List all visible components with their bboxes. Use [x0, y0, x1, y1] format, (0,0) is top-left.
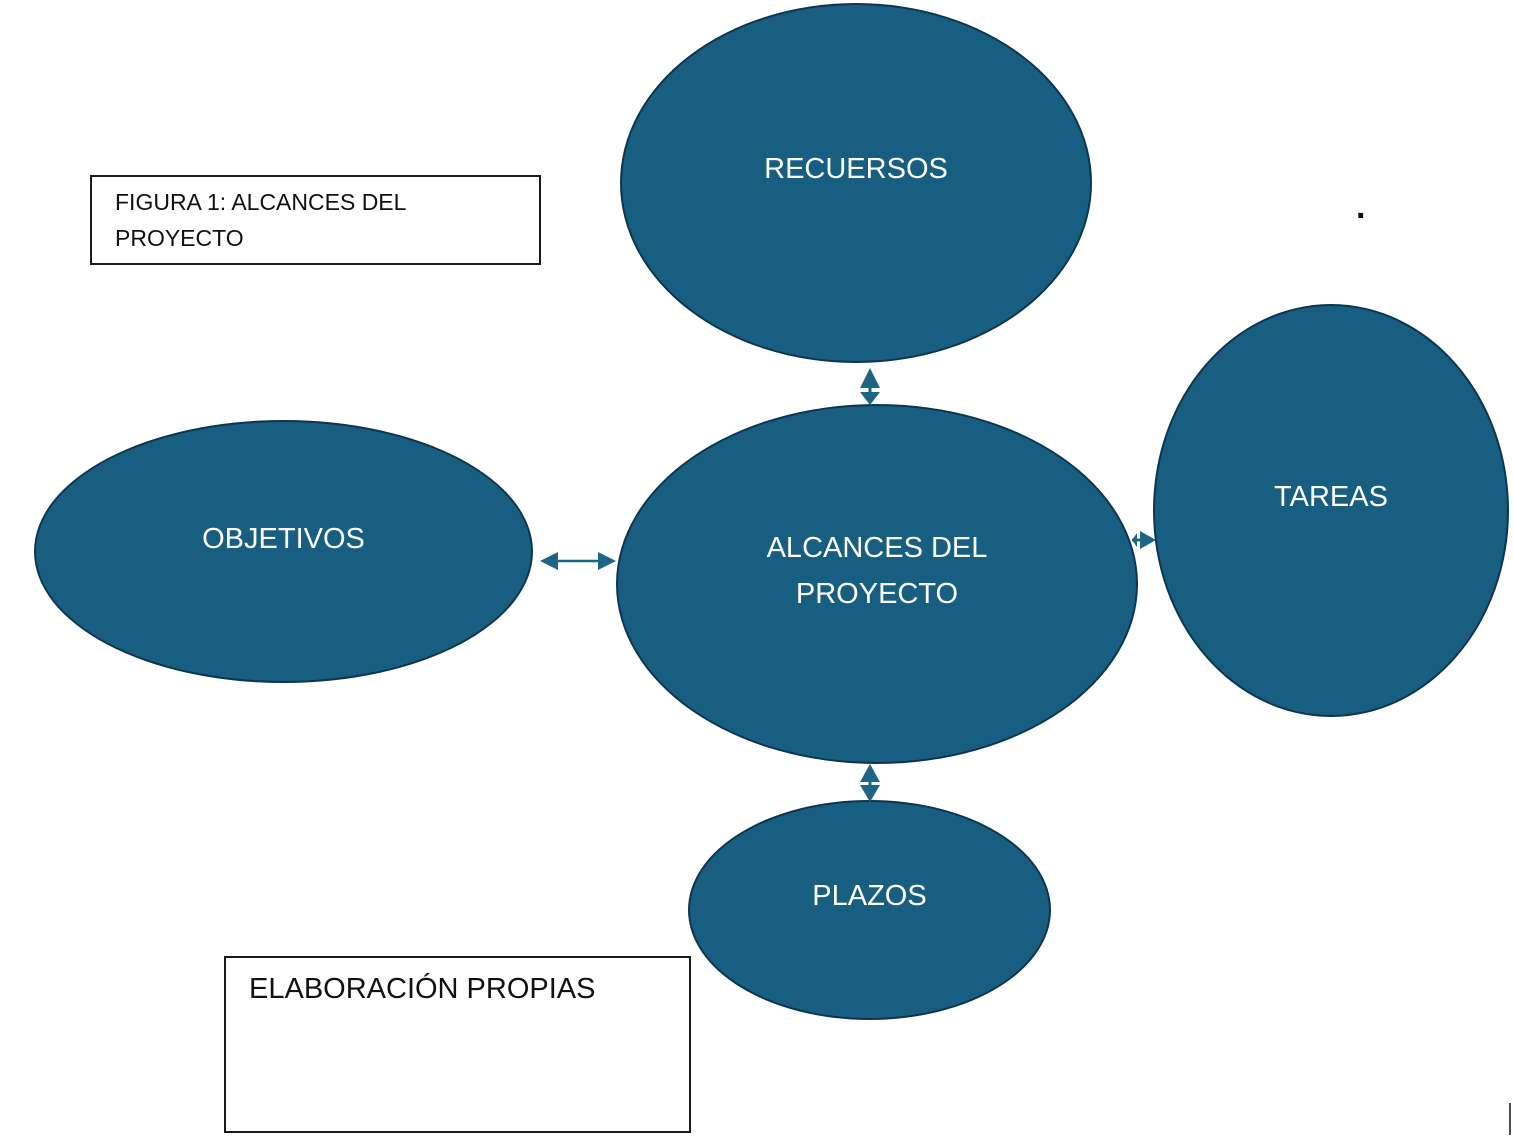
connector-center-bottom: [860, 764, 880, 802]
node-alcances-del-proyecto: ALCANCES DEL PROYECTO: [616, 404, 1138, 764]
node-recursos-label: RECUERSOS: [764, 153, 948, 185]
node-recursos: RECUERSOS: [620, 3, 1092, 363]
node-tareas-label: TAREAS: [1274, 481, 1388, 513]
node-plazos-label: PLAZOS: [812, 880, 927, 912]
stray-mark: .: [1356, 188, 1366, 226]
connector-center-right: [1132, 531, 1156, 549]
source-caption-text: ELABORACIÓN PROPIAS: [249, 973, 596, 1005]
source-caption-box: ELABORACIÓN PROPIAS: [224, 956, 691, 1133]
node-plazos: PLAZOS: [688, 800, 1051, 1020]
figure-caption-line-2: PROYECTO: [115, 225, 244, 251]
connector-center-top: [860, 368, 880, 405]
node-center-label-line-2: PROYECTO: [795, 578, 959, 610]
node-objetivos: OBJETIVOS: [34, 420, 533, 683]
node-objetivos-label: OBJETIVOS: [202, 523, 365, 555]
connector-center-left: [540, 552, 616, 570]
figure-caption-box: FIGURA 1: ALCANCES DEL PROYECTO: [90, 175, 541, 265]
node-tareas: TAREAS: [1153, 304, 1509, 717]
figure-caption-line-1: FIGURA 1: ALCANCES DEL: [115, 189, 407, 215]
node-center-label-line-1: ALCANCES DEL: [766, 532, 988, 564]
